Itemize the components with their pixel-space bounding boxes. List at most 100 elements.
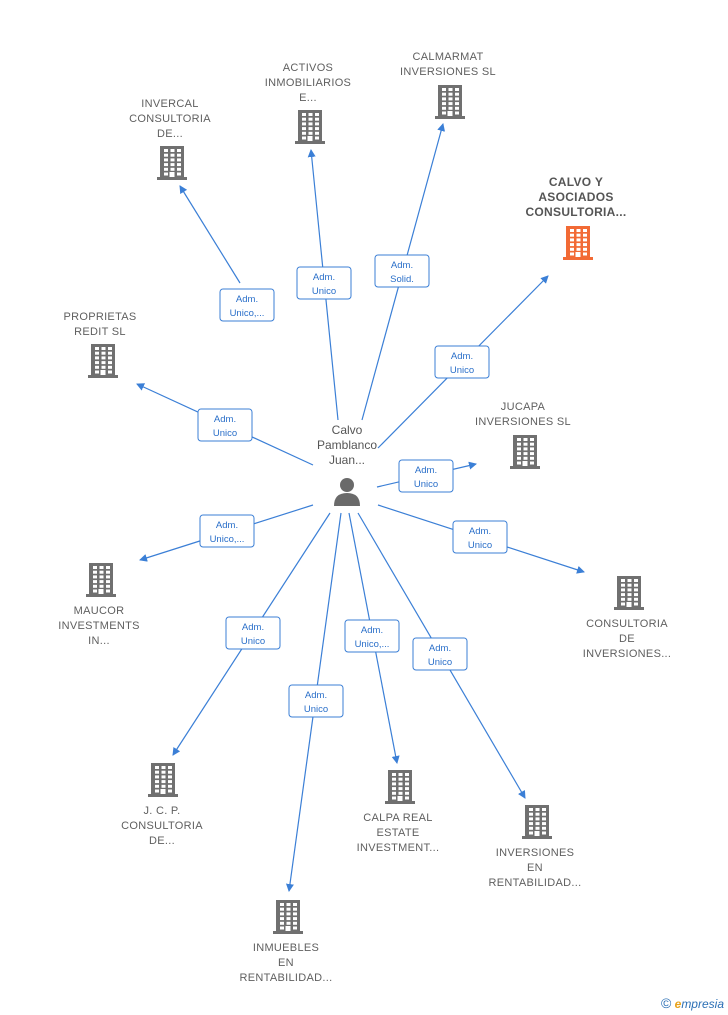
edge-label[interactable]: Adm.Unico	[398, 459, 454, 493]
company-name-line[interactable]: RENTABILIDAD...	[240, 972, 333, 984]
building-icon[interactable]	[563, 226, 593, 260]
edge-label[interactable]: Adm.Unico,...	[344, 619, 400, 653]
edge-jcp: Adm. Unico	[172, 512, 331, 756]
edge-label[interactable]: Adm.Unico,...	[219, 288, 275, 322]
company-name-line[interactable]: CONSULTORIA	[121, 820, 203, 832]
company-name-line[interactable]: IN...	[88, 635, 110, 647]
company-name-line[interactable]: INVERSIONES SL	[400, 66, 496, 78]
company-node-invercal[interactable]: INVERCAL CONSULTORIA DE...	[129, 98, 211, 180]
company-node-activos[interactable]: ACTIVOS INMOBILIARIOS E...	[265, 62, 351, 144]
building-icon[interactable]	[295, 110, 325, 144]
edge-label[interactable]: Adm.Unico,...	[199, 514, 255, 548]
edge-invercal: Adm.Unico,...	[179, 185, 275, 322]
edge-label[interactable]: Adm. Unico	[225, 616, 281, 650]
edge-label-line: Unico	[428, 657, 452, 668]
company-name-line[interactable]: MAUCOR	[74, 605, 125, 617]
edge-label[interactable]: Adm.Unico	[197, 408, 253, 442]
company-node-maucor[interactable]: MAUCOR INVESTMENTS IN...	[58, 563, 140, 647]
edge-label-line: Adm.	[313, 272, 335, 283]
company-name-line[interactable]: CONSULTORIA...	[525, 205, 626, 219]
company-name-line[interactable]: INMUEBLES	[253, 942, 319, 954]
company-name-line[interactable]: CALMARMAT	[413, 51, 484, 63]
company-name-line[interactable]: INVERSIONES SL	[475, 416, 571, 428]
building-icon[interactable]	[522, 805, 552, 839]
empresia-logo: © empresia	[660, 995, 724, 1011]
company-name-line[interactable]: EN	[278, 957, 294, 969]
company-name-line[interactable]: JUCAPA	[501, 401, 546, 413]
edge-label-line: Adm.	[236, 294, 258, 305]
company-name-line[interactable]: EN	[527, 862, 543, 874]
edge-label[interactable]: Adm.Unico	[452, 520, 508, 554]
edge-activos: Adm. Unico	[296, 149, 352, 421]
person-name-line[interactable]: Pamblanco	[317, 438, 377, 452]
person-name-line[interactable]: Calvo	[332, 423, 363, 437]
company-node-calvo-asociados[interactable]: CALVO YASOCIADOSCONSULTORIA...	[525, 175, 626, 260]
building-icon[interactable]	[88, 344, 118, 378]
company-name-line[interactable]: INVERSIONES	[496, 847, 575, 859]
company-name-line[interactable]: REDIT SL	[74, 326, 126, 338]
edge-proprietas: Adm.Unico	[136, 383, 314, 466]
company-name-line[interactable]: ESTATE	[377, 827, 420, 839]
company-node-consultoria-inv[interactable]: CONSULTORIA DE INVERSIONES...	[583, 576, 672, 660]
building-icon[interactable]	[86, 563, 116, 597]
company-node-inmuebles[interactable]: INMUEBLES EN RENTABILIDAD...	[240, 900, 333, 984]
company-node-proprietas[interactable]: PROPRIETAS REDIT SL	[63, 311, 136, 378]
company-name-line[interactable]: DE...	[149, 835, 175, 847]
company-name-line[interactable]: INVESTMENT...	[357, 842, 440, 854]
company-name-line[interactable]: CALVO Y	[549, 175, 603, 189]
company-node-jcp[interactable]: J. C. P. CONSULTORIA DE...	[121, 763, 203, 847]
edge-calmarmat: Adm. Solid.	[361, 123, 446, 421]
company-name-line[interactable]: INMOBILIARIOS	[265, 77, 351, 89]
building-icon[interactable]	[385, 770, 415, 804]
company-name-line[interactable]: DE...	[157, 128, 183, 140]
edge-label-line: Adm.	[361, 625, 383, 636]
company-node-calmarmat[interactable]: CALMARMAT INVERSIONES SL	[400, 51, 496, 119]
edge-label-line: Adm.	[469, 526, 491, 537]
edge-label[interactable]: Adm.Unico	[412, 637, 468, 671]
building-icon[interactable]	[157, 146, 187, 180]
company-name-line[interactable]: J. C. P.	[143, 805, 180, 817]
company-name-line[interactable]: CONSULTORIA	[586, 618, 668, 630]
company-name-line[interactable]: CALPA REAL	[363, 812, 432, 824]
edge-inmuebles: Adm.Unico	[285, 512, 344, 892]
edge-label-line: Adm.	[391, 260, 413, 271]
person-name-line[interactable]: Juan...	[329, 453, 365, 467]
building-icon[interactable]	[148, 763, 178, 797]
edge-label-line: Unico	[450, 365, 474, 376]
building-icon[interactable]	[273, 900, 303, 934]
edge-label-line: Adm.	[242, 622, 264, 633]
edge-inversiones-rent: Adm. Unico	[357, 512, 526, 799]
edge-label-line: Unico	[241, 636, 265, 647]
company-node-calpa[interactable]: CALPA REAL ESTATE INVESTMENT...	[357, 770, 440, 854]
edge-label[interactable]: Adm.Unico	[288, 684, 344, 718]
company-name-line[interactable]: INVERSIONES...	[583, 648, 672, 660]
person-icon[interactable]	[334, 478, 360, 506]
company-name-line[interactable]: E...	[299, 92, 317, 104]
edge-label[interactable]: Adm. Solid.	[374, 254, 430, 288]
edge-label-line: Unico	[213, 428, 237, 439]
edge-label-line: Unico,...	[210, 534, 245, 545]
edge-calpa: Adm.Unico,...	[344, 512, 400, 764]
edge-label-line: Unico	[414, 479, 438, 490]
copyright-icon: ©	[660, 995, 672, 1011]
company-name-line[interactable]: INVESTMENTS	[58, 620, 140, 632]
building-icon[interactable]	[614, 576, 644, 610]
company-node-inversiones-rent[interactable]: INVERSIONES EN RENTABILIDAD...	[489, 805, 582, 889]
company-name-line[interactable]: PROPRIETAS	[63, 311, 136, 323]
company-name-line[interactable]: CONSULTORIA	[129, 113, 211, 125]
edge-label-line: Adm.	[305, 690, 327, 701]
company-name-line[interactable]: RENTABILIDAD...	[489, 877, 582, 889]
edge-label[interactable]: Adm. Unico	[296, 266, 352, 300]
building-icon[interactable]	[435, 85, 465, 119]
company-name-line[interactable]: INVERCAL	[141, 98, 198, 110]
company-name-line[interactable]: DE	[619, 633, 635, 645]
company-name-line[interactable]: ACTIVOS	[283, 62, 333, 74]
edge-label-line: Unico	[312, 286, 336, 297]
person-node[interactable]: CalvoPamblancoJuan...	[317, 423, 377, 506]
company-name-line[interactable]: ASOCIADOS	[538, 190, 613, 204]
building-icon[interactable]	[510, 435, 540, 469]
edge-label-line: Solid.	[390, 274, 414, 285]
edge-label[interactable]: Adm.Unico	[434, 345, 490, 379]
company-node-jucapa[interactable]: JUCAPA INVERSIONES SL	[475, 401, 571, 469]
